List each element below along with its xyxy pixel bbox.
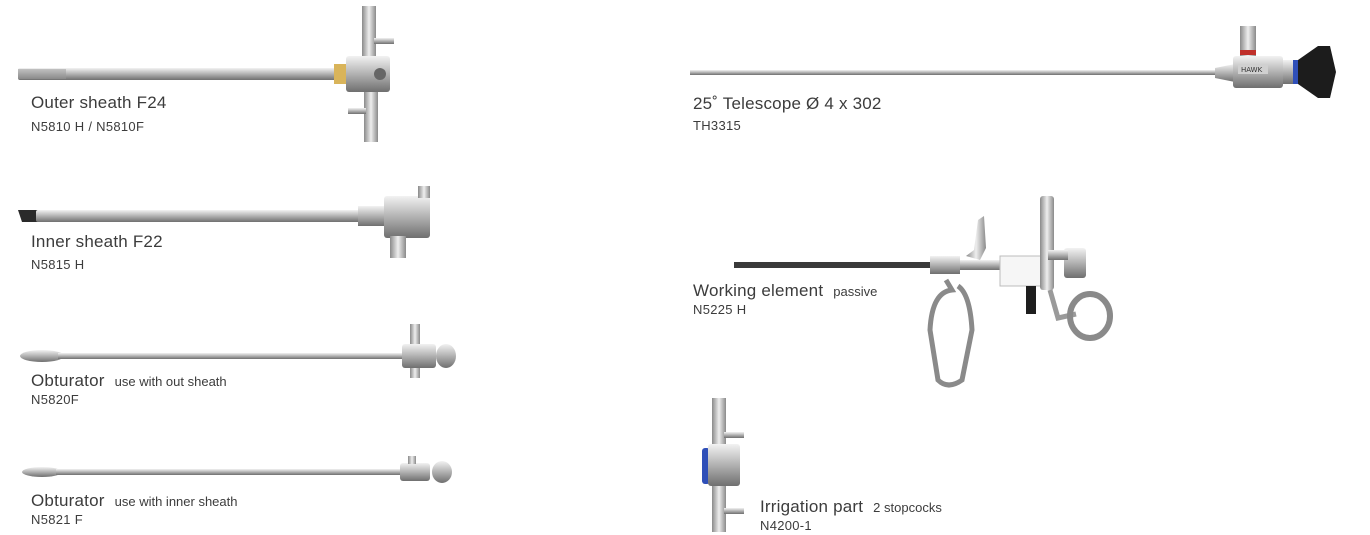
obturator-outer-code: N5820F: [31, 392, 80, 407]
working-element-image: [734, 196, 1113, 388]
inner-sheath-title: Inner sheath F22: [31, 232, 163, 251]
outer-sheath-title: Outer sheath F24: [31, 93, 167, 112]
working-element-title: Working element: [693, 281, 824, 300]
obturator-inner-title: Obturator: [31, 491, 105, 510]
obturator-inner-code: N5821 F: [31, 512, 83, 527]
inner-sheath-image: [18, 186, 430, 258]
irrigation-part-image: [702, 398, 744, 532]
telescope-brand-mark: HAWK: [1241, 66, 1263, 74]
obturator-inner-image: [22, 456, 452, 483]
working-element-code: N5225 H: [693, 302, 747, 317]
obturator-outer-note: use with out sheath: [114, 374, 227, 389]
telescope-code: TH3315: [693, 118, 742, 133]
irrigation-part-note: 2 stopcocks: [873, 500, 942, 515]
obturator-inner-note: use with inner sheath: [114, 494, 238, 509]
outer-sheath-code: N5810 H / N5810F: [31, 119, 145, 134]
telescope-title: 25˚ Telescope Ø 4 x 302: [693, 94, 882, 113]
inner-sheath-code: N5815 H: [31, 257, 85, 272]
outer-sheath-image: [18, 6, 394, 142]
obturator-outer-image: [20, 324, 456, 378]
irrigation-part-title: Irrigation part: [760, 497, 864, 516]
irrigation-part-code: N4200-1: [760, 518, 812, 533]
obturator-outer-title: Obturator: [31, 371, 105, 390]
working-element-note: passive: [833, 284, 878, 299]
telescope-image: HAWK: [690, 26, 1336, 98]
